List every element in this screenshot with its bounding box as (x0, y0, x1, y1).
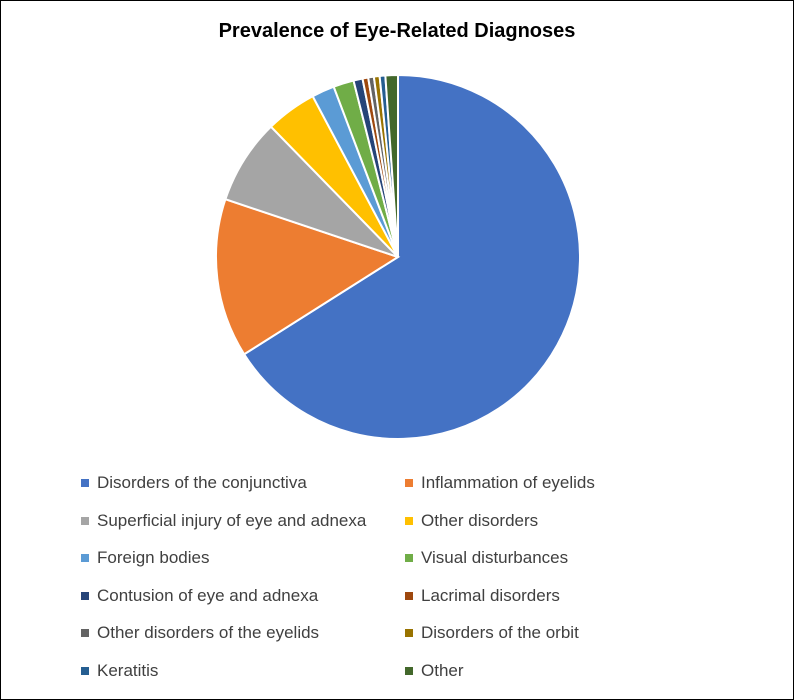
pie-slice-12 (384, 73, 399, 258)
pie-slice-1 (242, 73, 581, 440)
chart-title: Prevalence of Eye-Related Diagnoses (218, 20, 576, 42)
pie-slice-2 (215, 197, 401, 356)
